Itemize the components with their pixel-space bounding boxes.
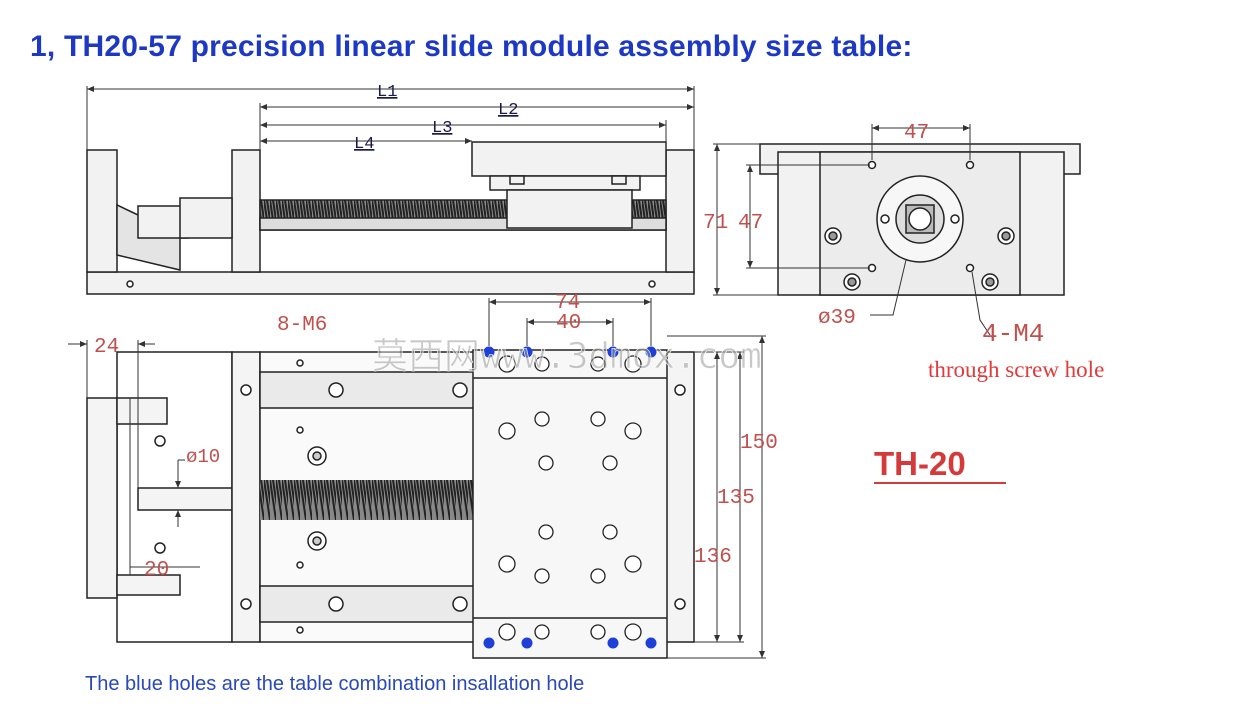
top-end-block-left (231, 351, 261, 643)
dim-dia10: ø10 (186, 446, 220, 468)
top-tab-lower (116, 574, 181, 596)
top-dimensions (68, 298, 766, 659)
dim-l1: L1 (377, 83, 397, 102)
dim-40: 40 (556, 312, 581, 335)
top-coupler (137, 487, 233, 511)
side-right-end-block (665, 149, 695, 273)
top-carriage-plate (472, 349, 668, 659)
end-view (759, 143, 1081, 296)
side-end-block (231, 149, 261, 273)
top-tab-upper (116, 397, 168, 425)
model-label: TH-20 (874, 446, 1006, 484)
side-left-block (86, 149, 118, 273)
dim-8-m6: 8-M6 (277, 314, 327, 337)
end-dimensions (713, 124, 991, 336)
dim-74: 74 (555, 292, 580, 315)
through-screw-hole-label: through screw hole (928, 357, 1105, 382)
dim-20: 20 (144, 559, 169, 582)
dim-l2: L2 (498, 101, 518, 120)
dim-136: 136 (694, 546, 732, 569)
carriage-holes (498, 355, 642, 641)
side-dimensions (86, 86, 695, 150)
dim-150: 150 (740, 432, 778, 455)
side-carriage-plate (471, 141, 667, 177)
dim-4-m4: 4-M4 (982, 319, 1044, 349)
dim-l3: L3 (432, 119, 452, 138)
side-base-plate (86, 271, 695, 295)
page-title: 1, TH20-57 precision linear slide module… (30, 30, 913, 63)
dim-135: 135 (717, 487, 755, 510)
dim-47-horizontal: 47 (904, 122, 929, 145)
side-coupler-flange (179, 197, 233, 239)
side-carriage-tab (509, 175, 525, 185)
dim-24: 24 (94, 336, 119, 359)
watermark: 莫西网www.3dmox.com (372, 336, 762, 377)
dim-dia39: ø39 (818, 307, 856, 330)
dim-71: 71 (703, 212, 728, 235)
side-carriage-tab (611, 175, 627, 185)
top-view (86, 349, 695, 659)
dim-l4: L4 (354, 135, 374, 154)
blue-mount-holes (483, 346, 657, 649)
side-slider-block (506, 189, 633, 229)
top-left-block (86, 397, 118, 599)
side-view (86, 141, 695, 295)
dim-47-vertical: 47 (738, 212, 763, 235)
caption: The blue holes are the table combination… (85, 673, 585, 695)
